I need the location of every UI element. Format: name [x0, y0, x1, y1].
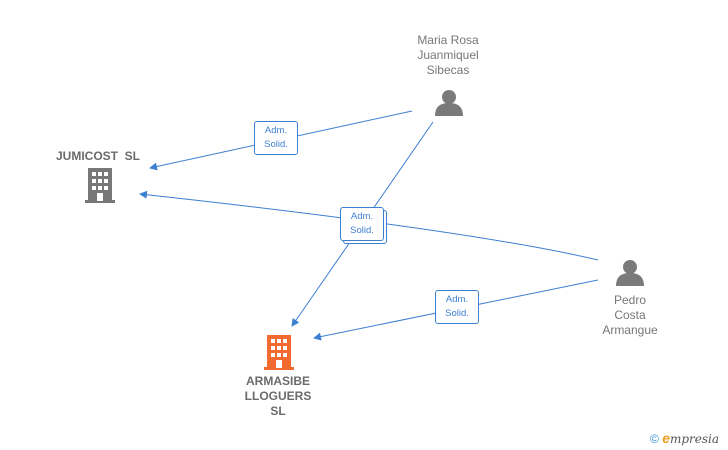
edge-label-line: Solid. — [350, 225, 374, 236]
person-icon[interactable] — [616, 260, 644, 286]
person-icon[interactable] — [435, 90, 463, 116]
label-line: Costa — [614, 308, 646, 322]
brand-name: mpresia — [669, 432, 720, 446]
label-line: Maria Rosa — [417, 33, 479, 47]
building-icon[interactable] — [85, 168, 115, 203]
person-label-maria[interactable]: Maria Rosa Juanmiquel Sibecas — [400, 33, 496, 78]
label-line: ARMASIBE — [245, 374, 310, 388]
copyright-symbol: © — [650, 432, 659, 446]
edge-label-line: Adm. — [264, 125, 288, 136]
label-line: Juanmiquel — [417, 48, 479, 62]
label-line: Sibecas — [426, 63, 470, 77]
edge-label-center[interactable]: Adm. Solid. — [340, 207, 384, 241]
company-label-jumicost[interactable]: JUMICOST SL — [55, 149, 140, 163]
label-line: Armangue — [602, 323, 658, 337]
edge-label-line: Solid. — [445, 308, 469, 319]
person-label-pedro[interactable]: Pedro Costa Armangue — [584, 293, 676, 338]
empresia-watermark: © empresia — [650, 430, 719, 446]
label-line: LLOGUERS — [244, 389, 312, 403]
brand-initial: e — [662, 430, 670, 446]
edge-label-line: Solid. — [264, 139, 288, 150]
edge-label-line: Adm. — [350, 211, 374, 222]
label-line: SL — [270, 404, 286, 418]
edge-label-maria-jumicost[interactable]: Adm. Solid. — [254, 121, 298, 155]
label-line: Pedro — [613, 293, 647, 307]
edge-pedro-to-jumicost — [139, 190, 599, 261]
company-label-armasibe[interactable]: ARMASIBE LLOGUERS SL — [228, 374, 328, 419]
building-icon[interactable] — [264, 335, 294, 370]
edge-label-line: Adm. — [445, 294, 469, 305]
edge-label-pedro-armasibe[interactable]: Adm. Solid. — [435, 290, 479, 324]
